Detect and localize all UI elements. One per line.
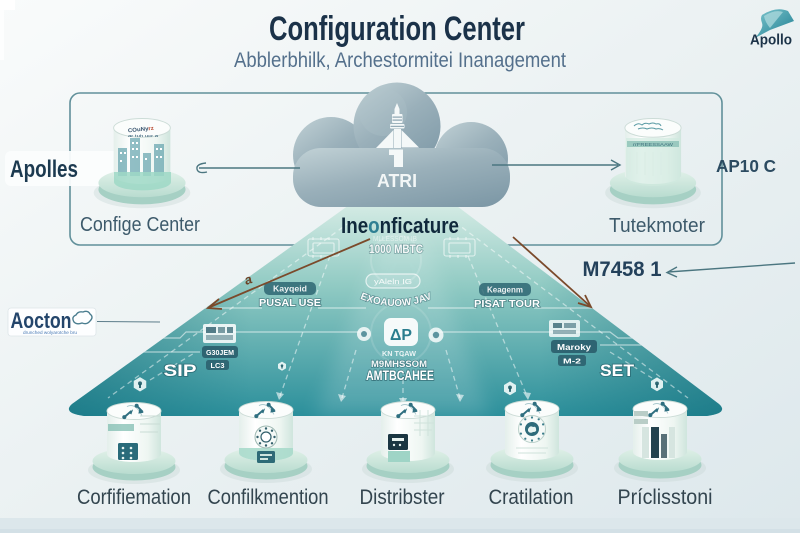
svg-text:Apollo: Apollo	[750, 32, 792, 49]
svg-text:M9MHSSOM: M9MHSSOM	[371, 359, 427, 370]
svg-text:ATRI: ATRI	[377, 171, 417, 191]
svg-text:SET: SET	[600, 361, 635, 380]
svg-text:PUSAL USE: PUSAL USE	[259, 298, 321, 309]
svg-text:G30JEM: G30JEM	[206, 348, 234, 357]
svg-text:Aocton: Aocton	[11, 308, 72, 333]
svg-text:1000 MBTC: 1000 MBTC	[369, 244, 423, 256]
svg-text:a: a	[242, 271, 254, 288]
svg-text:ΔP: ΔP	[390, 327, 412, 344]
svg-text:Corfifiemation: Corfifiemation	[77, 486, 191, 509]
svg-text:Abblerbhilk, Archestormitei In: Abblerbhilk, Archestormitei Inanagement	[234, 49, 566, 72]
svg-text:AMTBCAHEE: AMTBCAHEE	[366, 368, 434, 383]
svg-text:COuNyrz: COuNyrz	[128, 126, 155, 135]
svg-text:Cratilation: Cratilation	[489, 486, 574, 509]
svg-text:Príclisstoni: Príclisstoni	[618, 486, 713, 509]
svg-text:Confige Center: Confige Center	[80, 213, 200, 236]
svg-text:Tutekmoter: Tutekmoter	[609, 215, 705, 237]
svg-text:ar tuh ucr a: ar tuh ucr a	[128, 133, 159, 138]
svg-text:PISAT TOUR: PISAT TOUR	[474, 299, 541, 310]
svg-text:Apolles: Apolles	[10, 156, 78, 183]
svg-text:Configuration Center: Configuration Center	[269, 10, 525, 48]
svg-text:Maroky: Maroky	[557, 342, 591, 352]
svg-text:SIP: SIP	[164, 361, 197, 380]
svg-text:Keagenm: Keagenm	[487, 286, 523, 295]
svg-text:KN TCAW: KN TCAW	[382, 351, 416, 358]
svg-text:Distribster: Distribster	[360, 486, 445, 509]
svg-text:Confilkmention: Confilkmention	[208, 486, 329, 509]
svg-text:M-2: M-2	[563, 357, 581, 366]
svg-text:drunched wolyarotche bru: drunched wolyarotche bru	[23, 330, 78, 335]
svg-text:M7458 1: M7458 1	[583, 258, 662, 281]
svg-text:MLLESSOM IB: MLLESSOM IB	[373, 236, 417, 243]
svg-text:AP10 C: AP10 C	[716, 156, 776, 176]
svg-text:Ineonficature: Ineonficature	[341, 213, 459, 238]
svg-text:yAleln IG: yAleln IG	[374, 279, 412, 286]
svg-text:rrFREESSAAW: rrFREESSAAW	[633, 142, 674, 147]
svg-text:LC3: LC3	[211, 363, 225, 370]
svg-text:Kayqeid: Kayqeid	[273, 285, 307, 294]
